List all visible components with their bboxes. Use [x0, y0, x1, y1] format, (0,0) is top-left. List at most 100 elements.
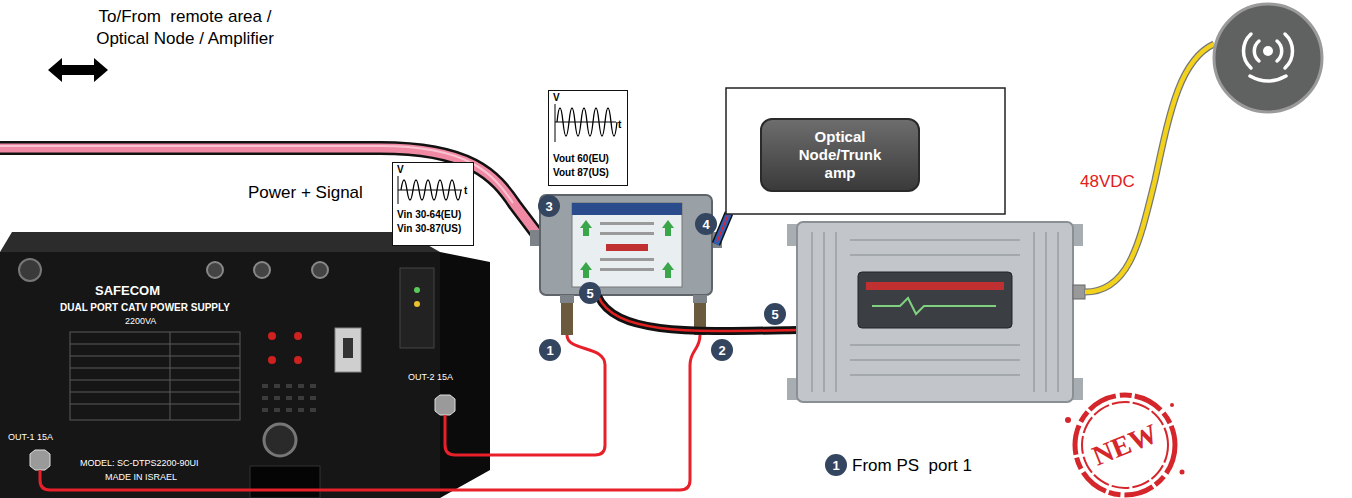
panel-ground — [548, 90, 628, 186]
voltage-range: Vout 60(EU) — [553, 153, 609, 165]
sine-wave — [401, 180, 461, 200]
plate-arrow — [580, 262, 592, 278]
axis-label: t — [618, 119, 621, 131]
callout-number: 5 — [579, 282, 601, 304]
callout-number: 5 — [764, 303, 786, 325]
port — [693, 295, 707, 303]
callout-number: 1 — [539, 339, 561, 361]
brand-mark: SAFECOM — [95, 283, 160, 298]
spec-table — [70, 332, 240, 420]
coax-cable — [716, 213, 729, 244]
mains-connector — [264, 424, 296, 456]
label-plate — [572, 203, 682, 287]
sine-wave — [557, 108, 617, 136]
vent-slot — [262, 396, 268, 400]
power-supply — [0, 232, 490, 498]
fin — [1057, 232, 1059, 392]
plate-print — [606, 244, 648, 251]
connector — [1073, 285, 1085, 299]
fin — [1045, 232, 1047, 392]
waveform-panel: VtVout 60(EU)Vout 87(US) — [548, 90, 628, 186]
port — [560, 295, 574, 303]
product-name: DUAL PORT CATV POWER SUPPLY — [60, 302, 230, 314]
legend-note: From PS port 1 — [852, 455, 972, 477]
front-plate — [858, 272, 1012, 328]
device-box: Optical Node/Trunk amp — [760, 118, 920, 192]
fin — [850, 344, 1020, 346]
rating-label: 2200VA — [125, 316, 156, 327]
voltage-range: Vin 30-87(US) — [397, 223, 461, 235]
port-label: OUT-2 15A — [408, 372, 453, 383]
coax-cable — [717, 215, 728, 242]
spec-table-rule — [70, 344, 240, 345]
vent-slot — [310, 384, 316, 388]
monitor-connector — [254, 262, 270, 278]
vent-slot — [286, 408, 292, 412]
plate-print — [600, 222, 654, 225]
vent-slot — [298, 396, 304, 400]
plate-print — [600, 258, 654, 261]
feed-wire — [40, 335, 700, 490]
spec-table-rule — [170, 332, 171, 420]
double-arrow — [48, 58, 108, 82]
indicator-led — [294, 356, 302, 364]
callout-number: 2 — [711, 339, 733, 361]
indicator-led — [268, 356, 276, 364]
coax-cable — [716, 213, 729, 244]
status-led — [414, 301, 420, 307]
plate-print — [866, 282, 1004, 290]
vent-grille — [262, 384, 316, 412]
fin — [850, 374, 1020, 376]
housing — [540, 195, 712, 295]
wave-arc — [1254, 41, 1259, 61]
text-block: Optical Node/Trunk amp — [785, 128, 895, 182]
power-cable — [598, 296, 797, 331]
power-supply-top — [0, 232, 440, 252]
spec-table-rule — [70, 380, 240, 381]
power-cable — [598, 296, 797, 331]
spec-table-rule — [70, 356, 240, 357]
feed-wire — [445, 335, 605, 455]
mounting-bracket — [250, 466, 320, 498]
ink-splatter — [1170, 403, 1174, 407]
status-led — [414, 287, 420, 293]
wave-arc — [1243, 34, 1251, 68]
cooling-fins — [812, 232, 1058, 392]
fin — [835, 232, 837, 392]
power-supply-front — [0, 252, 440, 498]
stamp-ring — [1082, 402, 1168, 488]
output-connector — [435, 395, 455, 415]
circuit-breaker — [335, 328, 361, 372]
spec-table-rule — [70, 392, 240, 393]
housing — [797, 222, 1073, 402]
indicator-led — [294, 332, 302, 340]
location-note: To/From remote area / Optical Node / Amp… — [72, 6, 298, 50]
antenna-icon — [1243, 34, 1292, 81]
power-booster — [787, 222, 1085, 402]
vent-slot — [286, 396, 292, 400]
vent-slot — [310, 396, 316, 400]
rf-panel — [400, 268, 434, 348]
ink-splatter — [1065, 417, 1071, 423]
plate-arrow — [580, 220, 592, 236]
vent-slot — [274, 396, 280, 400]
vent-slot — [274, 408, 280, 412]
fin — [811, 232, 813, 392]
plate-arrow — [662, 262, 674, 278]
spec-table-rule — [70, 368, 240, 369]
fin — [823, 232, 825, 392]
panel-ground — [392, 162, 474, 246]
breaker-lever — [343, 338, 353, 358]
wave-arc — [1277, 41, 1282, 61]
model-label: MODEL: SC-DTPS2200-90UI — [80, 458, 199, 469]
plate-print — [600, 268, 654, 271]
waveform-panel: VtVin 30-64(EU)Vin 30-87(US) — [392, 162, 474, 246]
plate-print — [872, 298, 996, 314]
callout-number: 3 — [538, 195, 560, 217]
vent-slot — [310, 408, 316, 412]
axis-label: t — [464, 185, 467, 197]
monitor-connector — [312, 262, 328, 278]
antenna-disc — [1214, 4, 1322, 112]
indicator-led — [268, 332, 276, 340]
dc-cable — [1085, 44, 1214, 292]
